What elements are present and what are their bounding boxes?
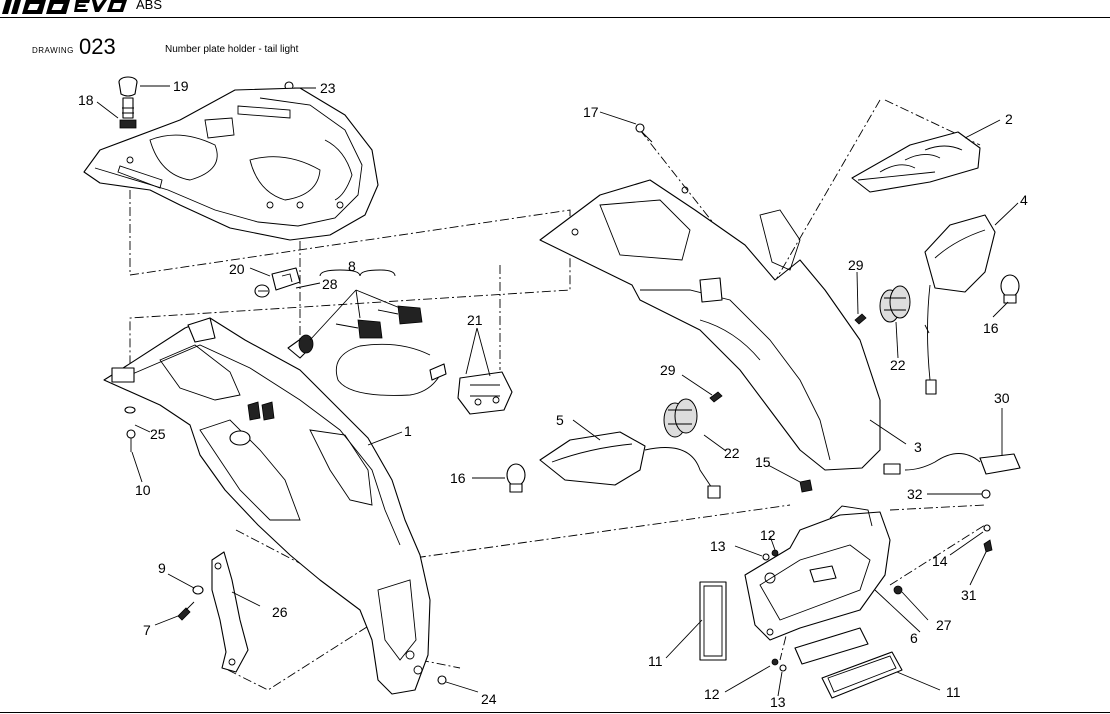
callout-32: 32 xyxy=(907,486,923,502)
callout-29b: 29 xyxy=(660,362,676,378)
drawing-number: 023 xyxy=(79,34,116,59)
reflector-part-11-left xyxy=(699,581,727,661)
washer-part-9 xyxy=(192,585,204,595)
plate-bracket-part-6 xyxy=(744,505,891,641)
licence-light-part-30 xyxy=(883,453,1021,475)
callout-13a: 13 xyxy=(710,538,726,554)
callout-25: 25 xyxy=(150,426,166,442)
callout-5: 5 xyxy=(556,412,564,428)
clip-part-15 xyxy=(799,479,813,493)
callout-11b: 11 xyxy=(946,684,961,700)
lock-keys-part-8 xyxy=(287,269,423,359)
callout-9: 9 xyxy=(158,560,166,576)
nut-part-12-upper xyxy=(771,549,779,557)
callout-27: 27 xyxy=(936,617,952,633)
callout-4: 4 xyxy=(1020,192,1028,208)
bumper-part-19 xyxy=(118,76,138,129)
screw-part-27 xyxy=(893,585,903,595)
drawing-label: DRAWING xyxy=(32,46,74,55)
nut-part-12-lower xyxy=(771,658,779,666)
bottom-rule xyxy=(0,712,1110,713)
tail-light-part-2 xyxy=(851,131,981,193)
number-plate-holder-part-1 xyxy=(103,317,431,695)
callout-labels: 1 2 3 4 5 6 7 8 9 10 11 11 12 12 13 13 1… xyxy=(78,78,1028,710)
callout-12b: 12 xyxy=(704,686,720,702)
reflector-part-11-right xyxy=(821,651,903,699)
header-bar: ABS xyxy=(0,0,1110,18)
callout-1: 1 xyxy=(404,423,412,439)
callout-24: 24 xyxy=(481,691,497,707)
screw-part-32 xyxy=(981,489,991,499)
callout-16b: 16 xyxy=(983,320,999,336)
callout-16a: 16 xyxy=(450,470,466,486)
screw-part-10 xyxy=(126,429,136,452)
callout-30: 30 xyxy=(994,390,1010,406)
screw-part-29-left xyxy=(709,391,723,403)
reflector-mount-part-11 xyxy=(794,627,869,665)
washer-part-25 xyxy=(124,406,136,414)
callout-21: 21 xyxy=(467,312,483,328)
callout-12a: 12 xyxy=(760,527,776,543)
turn-signal-part-5 xyxy=(539,431,721,499)
callout-17: 17 xyxy=(583,104,599,120)
callout-3: 3 xyxy=(914,439,922,455)
callout-2: 2 xyxy=(1005,111,1013,127)
callout-11a: 11 xyxy=(648,653,663,669)
callout-13b: 13 xyxy=(770,694,786,710)
screw-part-31 xyxy=(983,539,993,553)
rubber-mount-part-22-right xyxy=(879,285,911,323)
bulb-part-16-right xyxy=(1000,274,1020,304)
bracket-part-26 xyxy=(211,551,249,673)
screw-part-17 xyxy=(635,123,653,143)
callout-14: 14 xyxy=(932,553,948,569)
clip-part-20 xyxy=(254,267,301,298)
callout-28: 28 xyxy=(322,276,338,292)
cable-part-21 xyxy=(335,343,513,415)
callout-31: 31 xyxy=(961,587,977,603)
washer-part-13-upper xyxy=(762,553,770,561)
brand-logo xyxy=(2,0,127,14)
callout-22a: 22 xyxy=(890,357,906,373)
leader-lines xyxy=(96,85,1019,697)
screw-part-24 xyxy=(437,675,447,685)
upper-plate xyxy=(83,87,379,241)
callout-20: 20 xyxy=(229,261,245,277)
drawing-title: Number plate holder - tail light xyxy=(165,44,299,55)
callout-29a: 29 xyxy=(848,257,864,273)
callout-10: 10 xyxy=(135,482,151,498)
callout-22b: 22 xyxy=(724,445,740,461)
callout-7: 7 xyxy=(143,622,151,638)
screw-part-29-right xyxy=(854,313,867,325)
callout-6: 6 xyxy=(910,630,918,646)
mudguard-part-3 xyxy=(539,179,881,471)
bulb-part-16-left xyxy=(506,463,526,493)
washer-part-14 xyxy=(983,524,991,532)
washer-part-13-lower xyxy=(779,664,787,672)
callout-23: 23 xyxy=(320,80,336,96)
callout-8: 8 xyxy=(348,258,356,274)
callout-18: 18 xyxy=(78,92,94,108)
turn-signal-part-4 xyxy=(924,214,996,395)
callout-15: 15 xyxy=(755,454,771,470)
rubber-mount-part-22-left xyxy=(663,398,698,438)
callout-19: 19 xyxy=(173,78,189,94)
model-suffix: ABS xyxy=(136,0,163,12)
callout-26: 26 xyxy=(272,604,288,620)
screw-part-7 xyxy=(177,601,195,621)
